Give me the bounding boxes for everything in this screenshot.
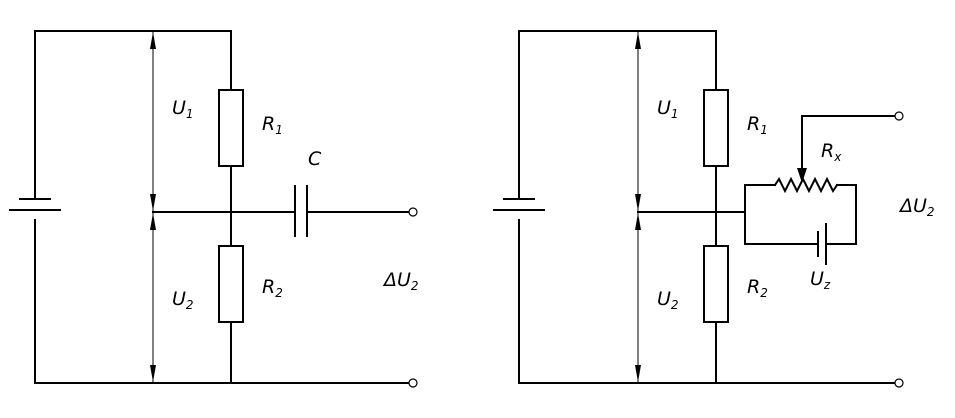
- arrowhead-u1-bottom: [150, 194, 156, 211]
- label-uz: Uz: [810, 268, 831, 292]
- arrowhead-u2-top: [635, 213, 641, 230]
- label-delta-u2: ΔU2: [382, 269, 419, 293]
- label-u2: U2: [657, 288, 679, 312]
- label-u2-sub: 2: [186, 298, 194, 312]
- arrowhead-u1-bottom: [635, 194, 641, 211]
- label-u1: U1: [172, 97, 194, 121]
- top-wire: [34, 30, 232, 91]
- label-r1-sub: 1: [275, 123, 283, 137]
- output-terminal-bottom: [408, 378, 418, 388]
- potentiometer-rx: [773, 176, 839, 194]
- label-u2-sub: 2: [671, 298, 679, 312]
- label-c-main: C: [308, 148, 322, 170]
- top-wire: [518, 30, 717, 91]
- label-r2-main: R: [747, 276, 760, 298]
- label-r1: R1: [747, 113, 768, 137]
- wiper-wire: [801, 115, 897, 173]
- label-r1-main: R: [262, 113, 275, 135]
- label-r1-sub: 1: [760, 123, 768, 137]
- label-delta-main: ΔU: [898, 195, 927, 217]
- resistor-r2: [218, 245, 244, 323]
- label-u1-sub: 1: [186, 107, 194, 121]
- label-u1-main: U: [172, 97, 186, 119]
- arrowhead-u2-bottom: [635, 365, 641, 382]
- label-u2: U2: [172, 288, 194, 312]
- label-delta-sub: 2: [927, 205, 935, 219]
- wire-rx-right: [827, 184, 857, 245]
- arrowhead-u1-top: [150, 32, 156, 49]
- circuit-potentiometer-compensated: U1 R1 Rx ΔU2 Uz U2 R2: [493, 30, 935, 388]
- wire-loop-left: [744, 184, 819, 245]
- label-delta-u2: ΔU2: [898, 195, 935, 219]
- label-uz-main: U: [810, 268, 824, 290]
- left-wire-lower: [518, 219, 897, 384]
- label-rx-main: R: [821, 140, 834, 162]
- resistor-r2: [703, 245, 729, 323]
- label-r1: R1: [262, 113, 283, 137]
- label-rx: Rx: [821, 140, 842, 164]
- resistor-r1: [703, 89, 729, 167]
- left-wire-lower: [34, 219, 411, 384]
- arrowhead-u2-top: [150, 213, 156, 230]
- output-terminal-top: [408, 207, 418, 217]
- label-c: C: [308, 148, 322, 170]
- label-u1: U1: [657, 97, 679, 121]
- output-terminal-top: [894, 111, 904, 121]
- wiper-arrowhead: [797, 168, 807, 183]
- label-delta-main: ΔU: [382, 269, 411, 291]
- label-delta-sub: 2: [411, 279, 419, 293]
- arrowhead-u1-top: [635, 32, 641, 49]
- label-rx-sub: x: [833, 150, 842, 164]
- output-terminal-bottom: [894, 378, 904, 388]
- label-r2-sub: 2: [760, 286, 768, 300]
- label-u1-main: U: [657, 97, 671, 119]
- label-u2-main: U: [172, 288, 186, 310]
- label-u2-main: U: [657, 288, 671, 310]
- label-r1-main: R: [747, 113, 760, 135]
- circuit-capacitor-coupled: U1 R1 C U2 R2 ΔU2: [9, 30, 419, 388]
- label-r2-main: R: [262, 276, 275, 298]
- resistor-r1: [218, 89, 244, 167]
- label-uz-sub: z: [823, 278, 831, 292]
- label-r2: R2: [262, 276, 283, 300]
- label-r2-sub: 2: [275, 286, 283, 300]
- label-u1-sub: 1: [671, 107, 679, 121]
- arrowhead-u2-bottom: [150, 365, 156, 382]
- label-r2: R2: [747, 276, 768, 300]
